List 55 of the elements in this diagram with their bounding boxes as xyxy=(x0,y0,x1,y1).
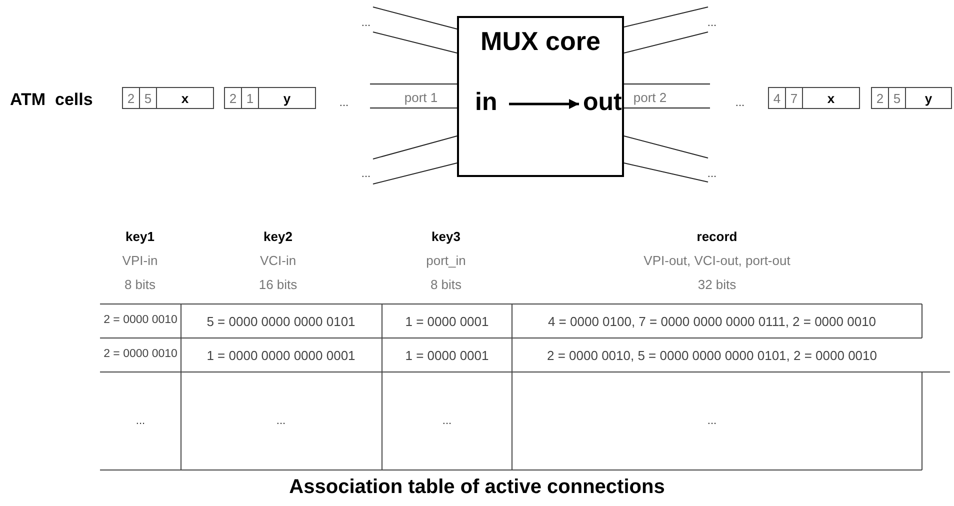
ellipsis: ... xyxy=(707,18,717,29)
ellipsis: ... xyxy=(339,98,349,109)
header-field: 5 xyxy=(889,88,906,108)
column-header: record xyxy=(696,230,738,243)
column-detail: VCI-in xyxy=(260,254,296,267)
port-name: port 1 xyxy=(404,91,438,104)
ellipsis: ... xyxy=(136,416,146,427)
payload-field: x xyxy=(157,88,213,108)
box-title: MUX core xyxy=(480,28,600,54)
column-detail: 16 bits xyxy=(258,278,298,291)
table-cell-text: 1 = 0000 0001 xyxy=(405,349,489,362)
mux-box xyxy=(457,16,624,177)
payload-field: x xyxy=(803,88,859,108)
column-detail: VPI-out, VCI-out, port-out xyxy=(644,254,790,267)
column-detail: port_in xyxy=(426,254,466,267)
arrow xyxy=(509,99,579,109)
table-cell-text: 2 = 0000 0010 xyxy=(104,349,178,360)
ellipsis: ... xyxy=(735,98,745,109)
column-detail: VPI-in xyxy=(122,254,158,267)
atm-cell xyxy=(224,87,316,109)
atm-cell xyxy=(122,87,214,109)
ellipsis: ... xyxy=(361,169,371,180)
ellipsis: ... xyxy=(442,416,452,427)
ellipsis: ... xyxy=(276,416,286,427)
atm-cell xyxy=(871,87,952,109)
column-header: key1 xyxy=(126,230,154,243)
column-detail: 8 bits xyxy=(430,278,462,291)
table-cell-text: 2 = 0000 0010 xyxy=(104,315,178,326)
payload-field: y xyxy=(906,88,951,108)
header-field: 7 xyxy=(786,88,803,108)
port-label: out xyxy=(583,88,627,116)
table-cell-text: 1 = 0000 0001 xyxy=(405,315,489,328)
header-field: 2 xyxy=(225,88,242,108)
port-name: port 2 xyxy=(633,91,667,104)
caption: Association table of active connections xyxy=(289,477,665,497)
header-field: 2 xyxy=(872,88,889,108)
header-field: 2 xyxy=(123,88,140,108)
header-field: 1 xyxy=(242,88,259,108)
atm-cell xyxy=(768,87,860,109)
table-cell-text: 1 = 0000 0000 0000 0001 xyxy=(206,349,356,362)
table-cell-text: 4 = 0000 0100, 7 = 0000 0000 0000 0111, 2 = 0000 0010 xyxy=(548,315,876,328)
port-label: in xyxy=(475,88,503,116)
payload-field: y xyxy=(259,88,315,108)
column-header: key2 xyxy=(264,230,292,243)
ellipsis: ... xyxy=(707,416,717,427)
header-field: 4 xyxy=(769,88,786,108)
row-label: ATM cells xyxy=(10,91,93,108)
table-cell-text: 2 = 0000 0010, 5 = 0000 0000 0000 0101, 2 = 0000 0010 xyxy=(547,349,877,362)
ellipsis: ... xyxy=(361,18,371,29)
header-field: 5 xyxy=(140,88,157,108)
column-header: key3 xyxy=(432,230,460,243)
table-cell-text: 5 = 0000 0000 0000 0101 xyxy=(206,315,356,328)
column-detail: 32 bits xyxy=(698,278,736,291)
column-detail: 8 bits xyxy=(124,278,156,291)
ellipsis: ... xyxy=(707,169,717,180)
